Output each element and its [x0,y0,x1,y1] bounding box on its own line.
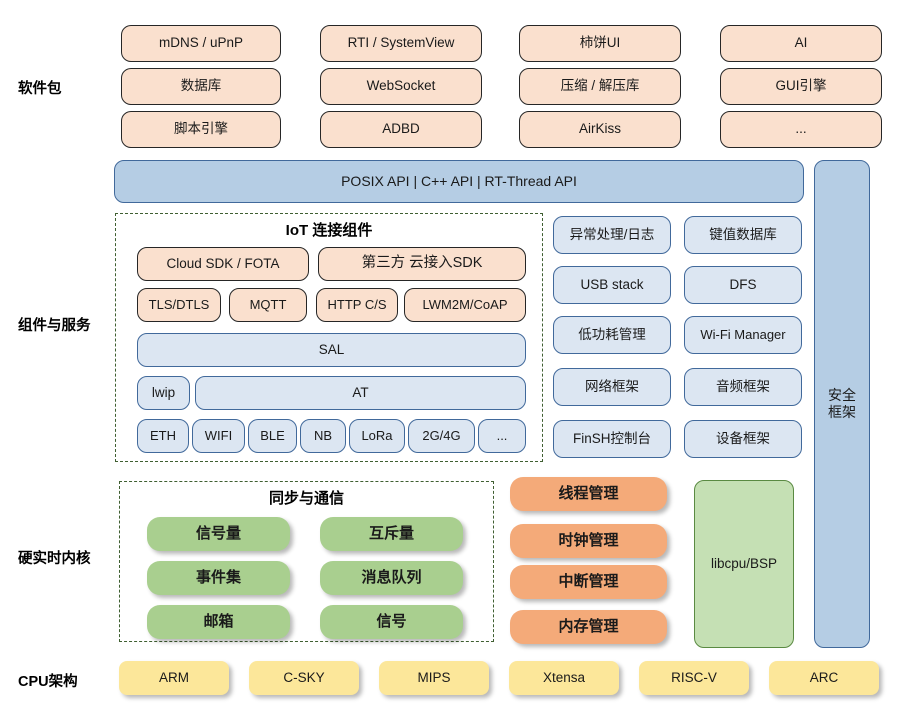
package-box[interactable]: 脚本引擎 [121,111,281,148]
sync-communication-group [119,481,494,642]
iot-box-third-party-cloud-sdk[interactable]: 第三方 云接入SDK [318,247,526,281]
service-box-device-framework[interactable]: 设备框架 [684,420,802,458]
security-framework-box: 安全 框架 [814,160,870,648]
package-box[interactable]: ... [720,111,882,148]
package-box[interactable]: WebSocket [320,68,482,105]
iot-box-mqtt[interactable]: MQTT [229,288,307,322]
iot-box-lwip[interactable]: lwip [137,376,190,410]
iot-box-lwm2m-coap[interactable]: LWM2M/CoAP [404,288,526,322]
kernel-thread-management[interactable]: 线程管理 [510,477,667,511]
iot-link-ble[interactable]: BLE [248,419,297,453]
service-box-low-power[interactable]: 低功耗管理 [553,316,671,354]
cpu-arch-riscv[interactable]: RISC-V [639,661,749,695]
cpu-arch-arc[interactable]: ARC [769,661,879,695]
cpu-arch-arm[interactable]: ARM [119,661,229,695]
kernel-clock-management[interactable]: 时钟管理 [510,524,667,558]
security-framework-line1: 安全 [828,387,856,404]
api-bar: POSIX API | C++ API | RT-Thread API [114,160,804,203]
libcpu-bsp-box[interactable]: libcpu/BSP [694,480,794,648]
service-box-kv-database[interactable]: 键值数据库 [684,216,802,254]
package-box[interactable]: RTI / SystemView [320,25,482,62]
package-box[interactable]: ADBD [320,111,482,148]
row-label-software-packages: 软件包 [18,81,62,97]
service-box-audio-framework[interactable]: 音频框架 [684,368,802,406]
iot-link-more[interactable]: ... [478,419,526,453]
package-box[interactable]: AirKiss [519,111,681,148]
iot-box-tls-dtls[interactable]: TLS/DTLS [137,288,221,322]
iot-link-2g-4g[interactable]: 2G/4G [408,419,475,453]
row-label-cpu-architecture: CPU架构 [18,674,78,690]
cpu-arch-xtensa[interactable]: Xtensa [509,661,619,695]
iot-link-lora[interactable]: LoRa [349,419,405,453]
iot-box-sal[interactable]: SAL [137,333,526,367]
kernel-sync-signal[interactable]: 信号 [320,605,463,639]
service-box-dfs[interactable]: DFS [684,266,802,304]
package-box[interactable]: mDNS / uPnP [121,25,281,62]
iot-box-cloud-sdk-fota[interactable]: Cloud SDK / FOTA [137,247,309,281]
iot-group-title: IoT 连接组件 [285,222,373,239]
kernel-sync-mailbox[interactable]: 邮箱 [147,605,290,639]
row-label-components-services: 组件与服务 [18,318,91,334]
kernel-sync-message-queue[interactable]: 消息队列 [320,561,463,595]
iot-link-eth[interactable]: ETH [137,419,189,453]
security-framework-line2: 框架 [828,404,856,420]
package-box[interactable]: 压缩 / 解压库 [519,68,681,105]
package-box[interactable]: 数据库 [121,68,281,105]
kernel-sync-event-set[interactable]: 事件集 [147,561,290,595]
service-box-usb-stack[interactable]: USB stack [553,266,671,304]
package-box[interactable]: GUI引擎 [720,68,882,105]
iot-link-wifi[interactable]: WIFI [192,419,245,453]
iot-box-at[interactable]: AT [195,376,526,410]
iot-link-nb[interactable]: NB [300,419,346,453]
cpu-arch-mips[interactable]: MIPS [379,661,489,695]
package-box[interactable]: AI [720,25,882,62]
service-box-network-framework[interactable]: 网络框架 [553,368,671,406]
sync-group-title: 同步与通信 [268,490,344,507]
kernel-interrupt-management[interactable]: 中断管理 [510,565,667,599]
service-box-wifi-manager[interactable]: Wi-Fi Manager [684,316,802,354]
kernel-memory-management[interactable]: 内存管理 [510,610,667,644]
row-label-hard-realtime-kernel: 硬实时内核 [18,551,91,567]
iot-box-http-cs[interactable]: HTTP C/S [316,288,398,322]
service-box-finsh-console[interactable]: FinSH控制台 [553,420,671,458]
package-box[interactable]: 柿饼UI [519,25,681,62]
service-box-exception-log[interactable]: 异常处理/日志 [553,216,671,254]
cpu-arch-csky[interactable]: C-SKY [249,661,359,695]
iot-connectivity-group [115,213,543,462]
kernel-sync-semaphore[interactable]: 信号量 [147,517,290,551]
kernel-sync-mutex[interactable]: 互斥量 [320,517,463,551]
